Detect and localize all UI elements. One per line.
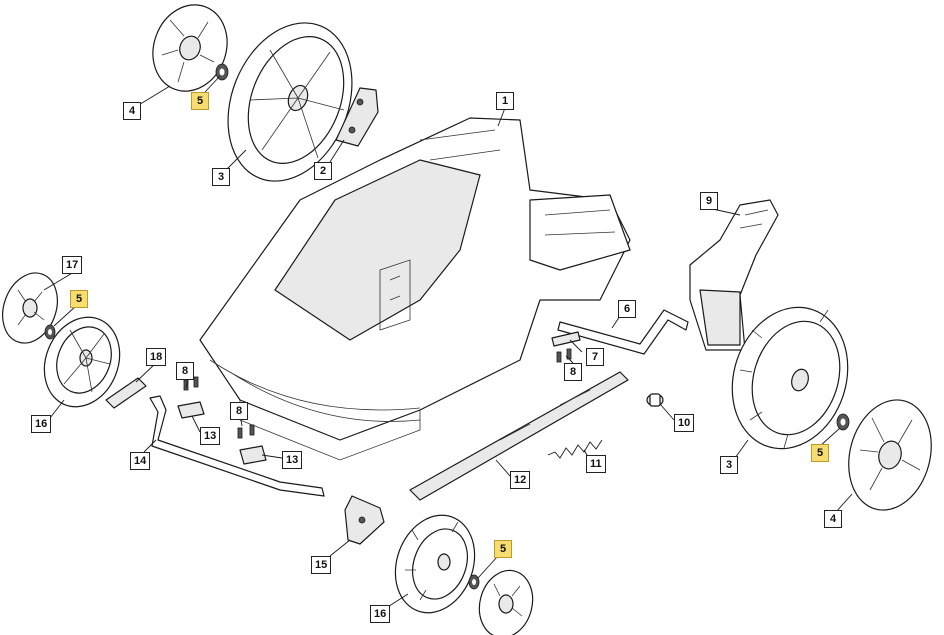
callout-8: 8 xyxy=(230,402,248,420)
callout-14: 14 xyxy=(130,452,151,470)
callout-12: 12 xyxy=(510,471,531,489)
callout-5: 5 xyxy=(811,444,829,462)
front-wheel-left xyxy=(43,316,121,408)
callout-4: 4 xyxy=(824,510,842,528)
callout-7: 7 xyxy=(586,348,604,366)
callout-6: 6 xyxy=(618,300,636,318)
washer-right xyxy=(836,413,850,431)
bushing xyxy=(646,393,664,407)
callout-9: 9 xyxy=(700,192,718,210)
callout-18: 18 xyxy=(146,348,167,366)
callout-3: 3 xyxy=(212,168,230,186)
callout-8: 8 xyxy=(564,363,582,381)
rear-wheel-right xyxy=(731,306,849,450)
callout-10: 10 xyxy=(674,414,695,432)
callout-1: 1 xyxy=(496,92,514,110)
callout-15: 15 xyxy=(311,556,332,574)
mower-deck xyxy=(199,117,631,461)
callout-17: 17 xyxy=(62,256,83,274)
callout-4: 4 xyxy=(123,102,141,120)
front-axle-rod xyxy=(149,395,325,497)
washer-front-left xyxy=(44,324,56,340)
height-bracket xyxy=(335,87,379,147)
callout-2: 2 xyxy=(314,162,332,180)
callout-16: 16 xyxy=(370,605,391,623)
adjust-lever xyxy=(409,371,629,501)
rear-wheel-top-left xyxy=(227,22,353,182)
hubcap-front-left xyxy=(2,272,58,344)
callout-8: 8 xyxy=(176,362,194,380)
callout-5: 5 xyxy=(70,290,88,308)
tension-spring xyxy=(547,439,603,459)
washer-bottom xyxy=(468,574,480,590)
front-wheel-bottom xyxy=(394,514,476,614)
callout-13: 13 xyxy=(282,451,303,469)
clip-plate xyxy=(551,331,581,347)
callout-13: 13 xyxy=(200,427,221,445)
screw-pair-right xyxy=(556,348,572,363)
rear-axle-rod xyxy=(557,309,689,355)
hubcap-top-left xyxy=(152,4,228,92)
axle-clip-lower xyxy=(239,445,267,465)
front-height-bracket xyxy=(344,495,385,545)
screw-set-lower-left xyxy=(237,424,255,439)
hubcap-bottom xyxy=(478,569,534,635)
callout-11: 11 xyxy=(586,455,606,473)
leader-lines xyxy=(43,75,853,609)
axle-clip-upper xyxy=(177,401,205,419)
grip-handle xyxy=(105,377,147,409)
hubcap-right xyxy=(848,399,932,511)
screw-set-upper-left xyxy=(183,376,199,391)
callout-16: 16 xyxy=(31,415,52,433)
callout-3: 3 xyxy=(720,456,738,474)
callout-5: 5 xyxy=(494,540,512,558)
washer-top-left xyxy=(215,63,229,81)
handle-bracket xyxy=(689,199,779,351)
callout-5: 5 xyxy=(191,92,209,110)
